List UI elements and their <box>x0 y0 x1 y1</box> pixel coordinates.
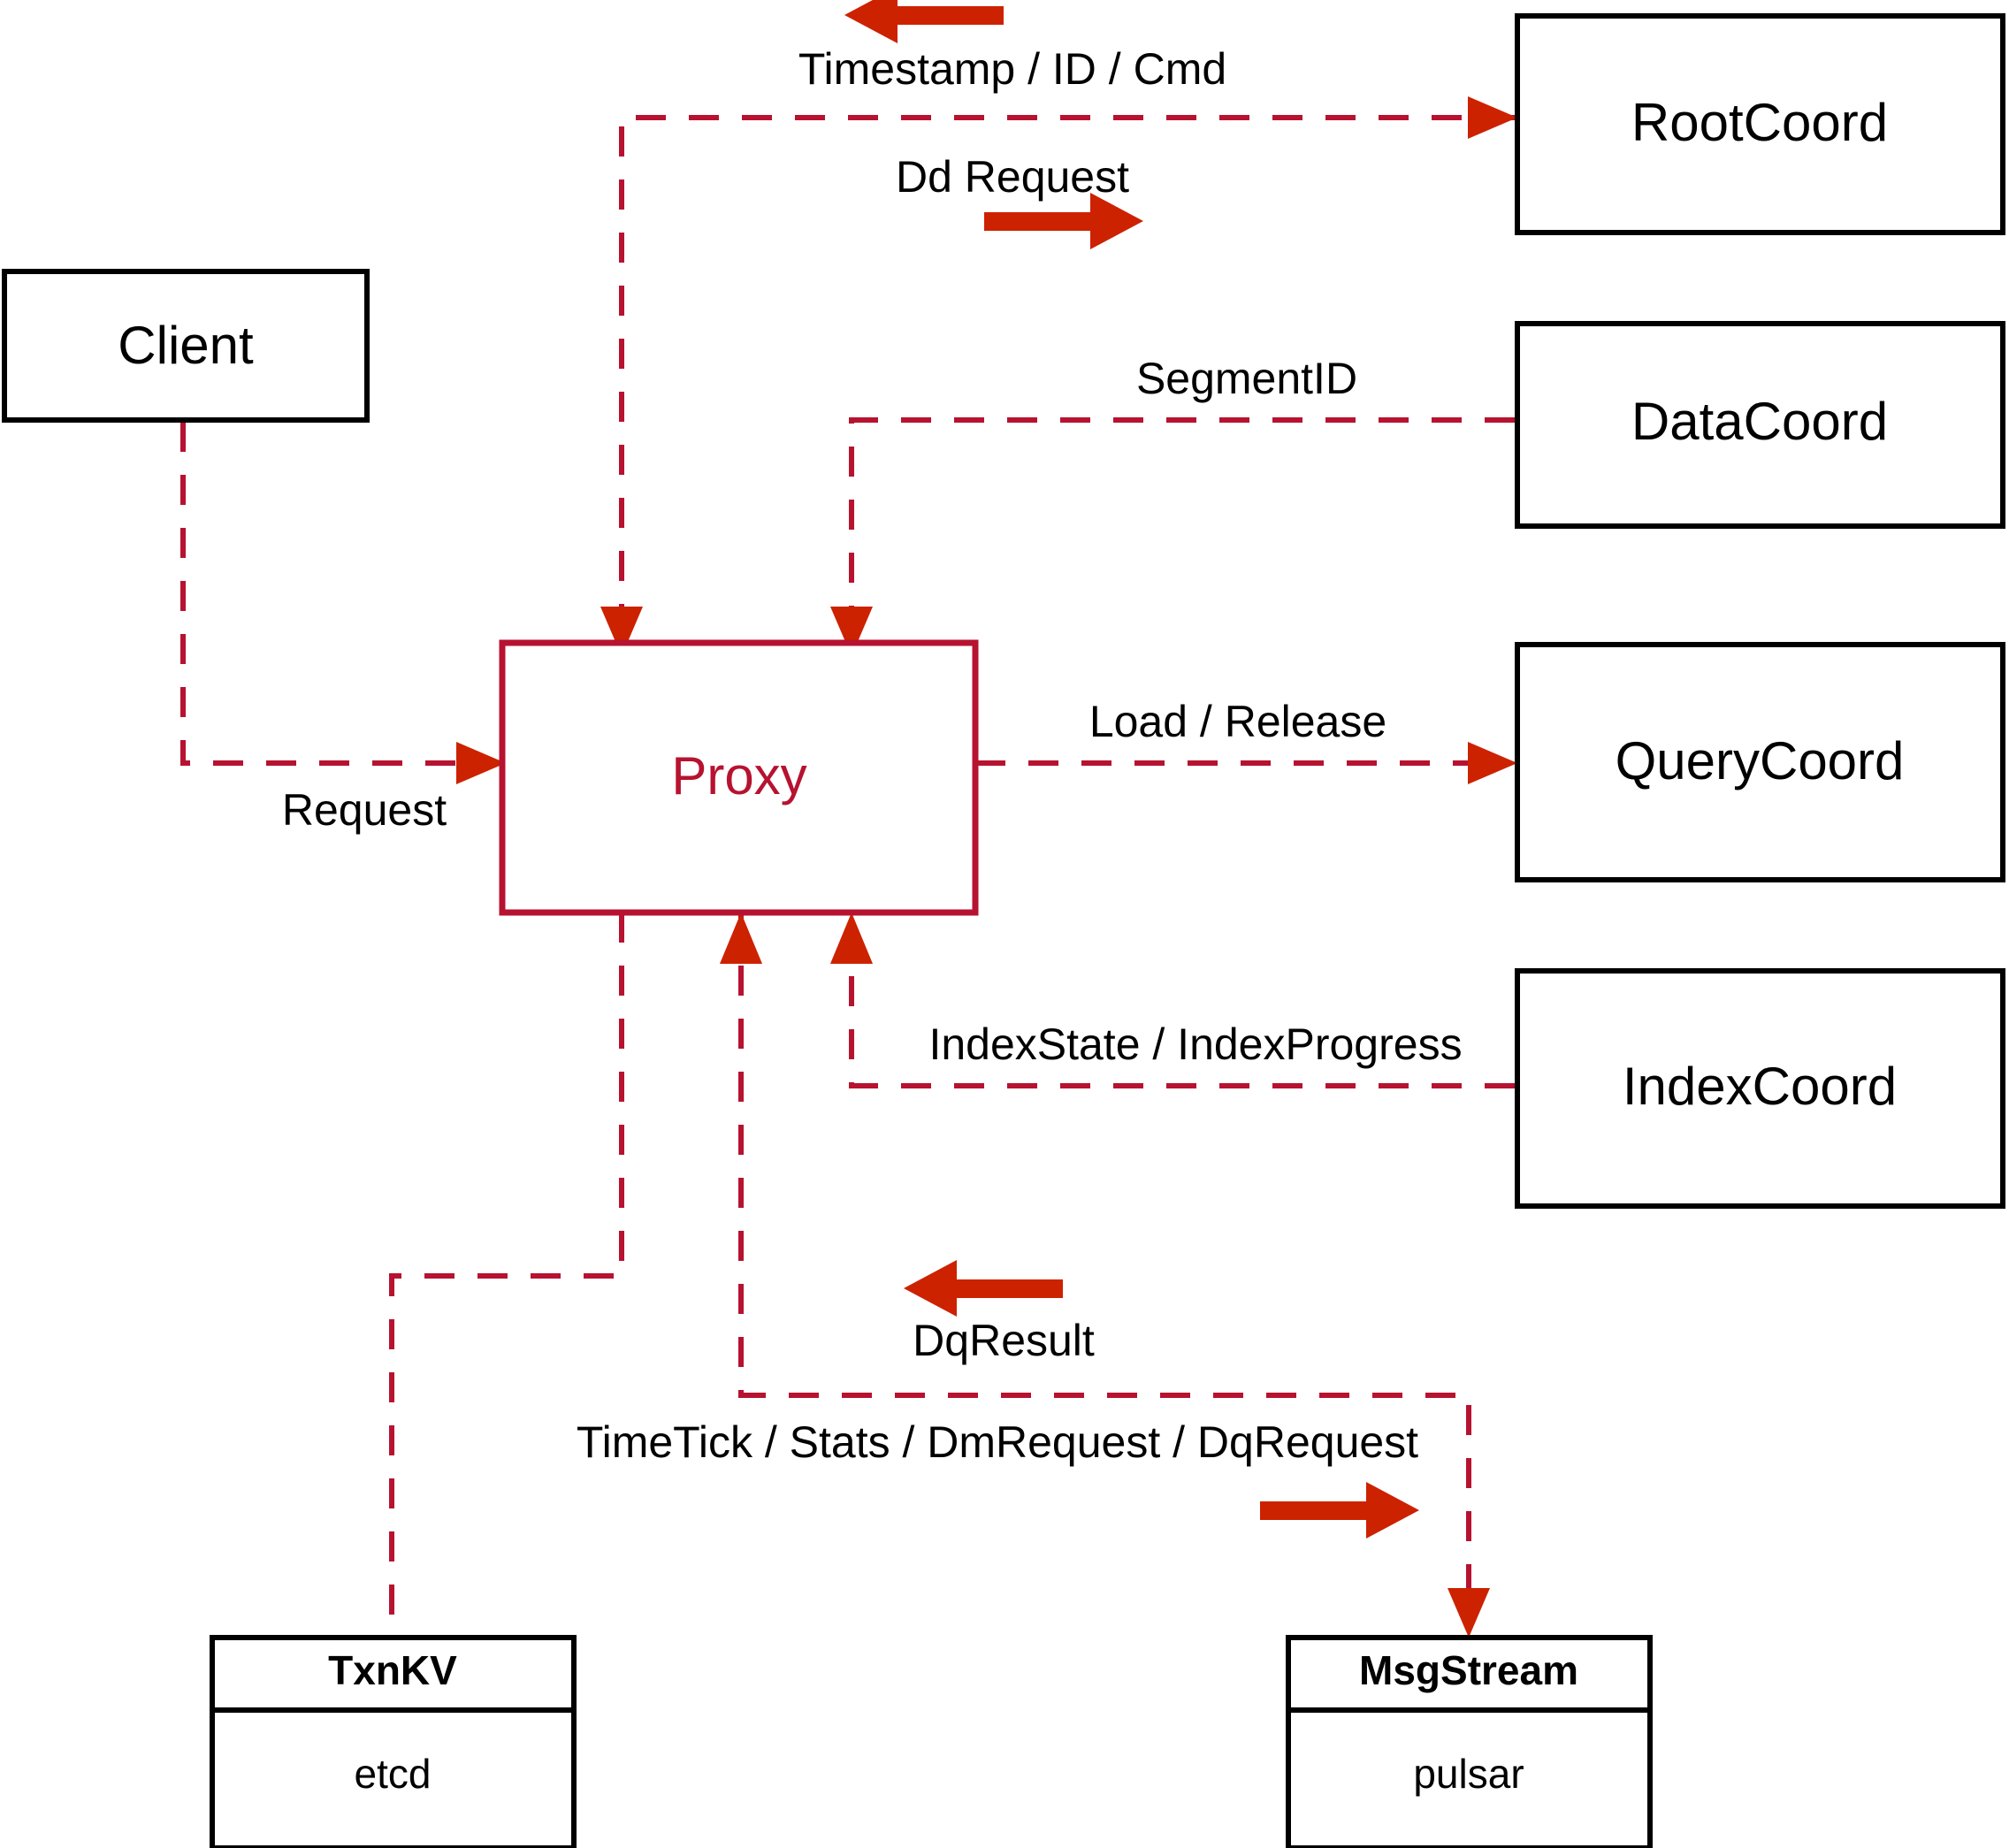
node-index-coord[interactable]: IndexCoord <box>1515 968 2005 1209</box>
edge-label-index-state: IndexState / IndexProgress <box>928 1019 1462 1069</box>
node-msgstream[interactable]: MsgStream pulsar <box>1286 1635 1653 1848</box>
edge-index-state-arrowhead <box>830 913 873 964</box>
node-query-coord[interactable]: QueryCoord <box>1515 642 2005 882</box>
edge-timestamp-id-cmd <box>619 115 1515 641</box>
direction-arrow-timetick <box>1260 1482 1419 1539</box>
edge-index-state <box>849 935 1515 1088</box>
edge-segment-id-arrowhead <box>830 607 873 656</box>
edge-label-dd-request: Dd Request <box>896 152 1129 202</box>
node-proxy[interactable]: Proxy <box>499 639 979 916</box>
edge-label-timetick-stats: TimeTick / Stats / DmRequest / DqRequest <box>577 1417 1418 1467</box>
node-txnkv-label: TxnKV <box>328 1647 457 1693</box>
edge-label-load-release: Load / Release <box>1089 697 1386 746</box>
node-query-coord-label: QueryCoord <box>1616 731 1905 790</box>
node-proxy-label: Proxy <box>671 746 806 806</box>
edge-label-timestamp-id-cmd: Timestamp / ID / Cmd <box>798 44 1226 94</box>
edge-request-arrowhead <box>456 742 506 784</box>
node-data-coord-label: DataCoord <box>1631 392 1888 451</box>
edge-txnkv-link <box>389 913 624 1638</box>
edge-segment-id <box>849 417 1515 641</box>
edge-timestamp-arrowhead <box>600 607 643 656</box>
direction-arrow-dq-result <box>904 1260 1063 1317</box>
edge-dd-request-arrowhead <box>1468 96 1517 139</box>
node-msgstream-impl-label: pulsar <box>1413 1751 1524 1797</box>
direction-arrow-dd-request <box>984 193 1143 249</box>
node-client[interactable]: Client <box>2 269 370 423</box>
edge-label-segment-id: SegmentID <box>1136 354 1357 403</box>
edge-load-release-arrowhead <box>1468 742 1517 784</box>
node-root-coord-label: RootCoord <box>1631 93 1888 152</box>
node-data-coord[interactable]: DataCoord <box>1515 321 2005 529</box>
edge-label-dq-result: DqResult <box>913 1316 1095 1365</box>
edge-timetick-arrowhead <box>1448 1588 1490 1638</box>
node-msgstream-label: MsgStream <box>1359 1647 1578 1693</box>
edge-label-request: Request <box>282 785 447 835</box>
node-client-label: Client <box>118 316 254 375</box>
node-root-coord[interactable]: RootCoord <box>1515 13 2005 235</box>
edge-dq-result-arrowhead <box>720 913 762 964</box>
edge-request <box>180 422 492 766</box>
node-txnkv[interactable]: TxnKV etcd <box>210 1635 577 1848</box>
node-index-coord-label: IndexCoord <box>1623 1057 1897 1116</box>
edge-timetick-stats <box>738 913 1471 1618</box>
direction-arrow-timestamp <box>844 0 1004 43</box>
node-txnkv-impl-label: etcd <box>355 1751 432 1797</box>
